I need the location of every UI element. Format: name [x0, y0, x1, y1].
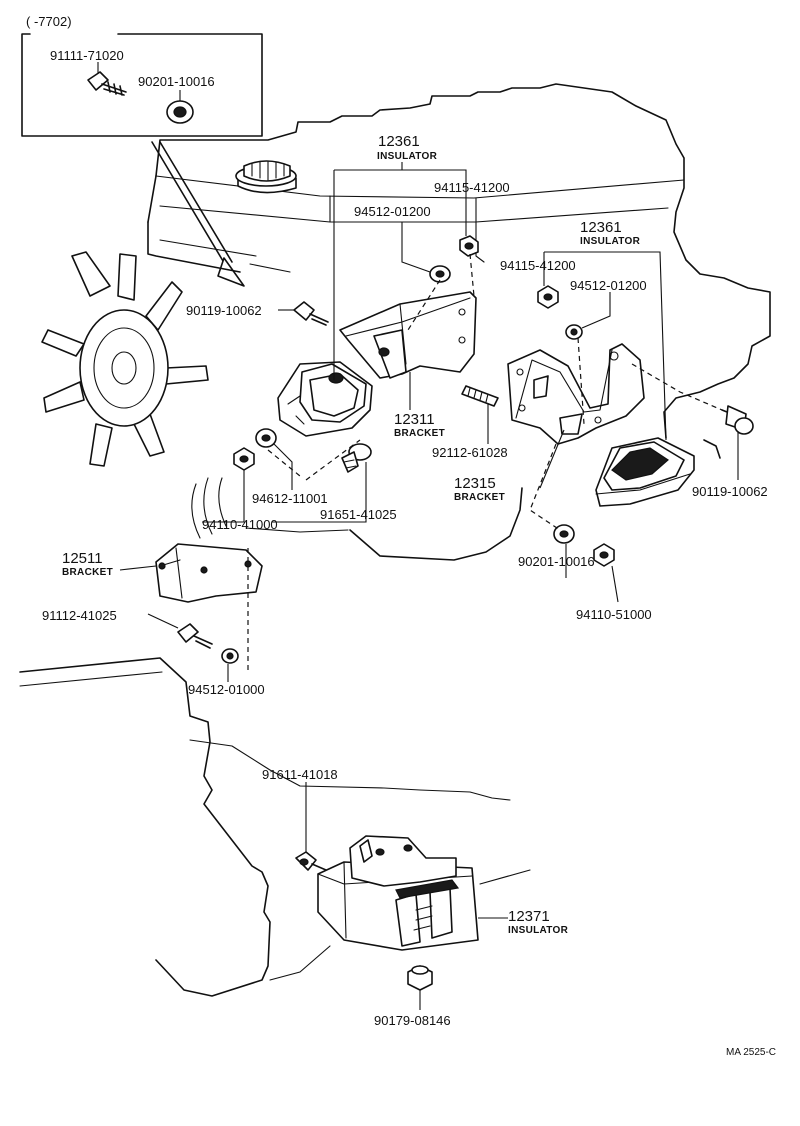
insulator-right-name: INSULATOR	[580, 236, 641, 247]
rear-insulator-12371	[317, 835, 479, 951]
lockwasher-top-label: 94512-01200	[354, 204, 431, 219]
bolt-91112-icon	[177, 623, 213, 649]
lockwasher-94512-01000-icon	[221, 648, 239, 664]
bracket-12511-number: 12511	[62, 550, 103, 567]
washer-90201-lower-label: 90201-10016	[518, 554, 595, 569]
washer-94612-label: 94612-11001	[252, 491, 328, 506]
nut-94110-51000-icon	[593, 543, 615, 567]
bolt-91611-label: 91611-41018	[262, 767, 338, 782]
bolt-91651-label: 91651-41025	[320, 507, 397, 522]
leader-lines	[119, 162, 739, 1010]
oil-filler-cap	[235, 160, 297, 194]
bracket-12311-number: 12311	[394, 411, 435, 428]
insulator-rear-number: 12371	[508, 908, 550, 925]
stud-label: 92112-61028	[432, 445, 508, 460]
inset-washer-icon	[166, 100, 194, 124]
bracket-12311-name: BRACKET	[394, 428, 445, 439]
nut-94115-top-icon	[459, 235, 479, 257]
bolt-left-label: 90119-10062	[186, 303, 262, 318]
transmission-outline	[19, 657, 531, 997]
nut-94115-right-icon	[537, 285, 559, 309]
insulator-top-number: 12361	[378, 133, 420, 150]
nut-top-label: 94115-41200	[434, 180, 510, 195]
nut-94110-label: 94110-41000	[202, 517, 278, 532]
nut-90179-label: 90179-08146	[374, 1013, 451, 1028]
lockwasher-94512-01000-label: 94512-01000	[188, 682, 265, 697]
bracket-12315	[507, 343, 645, 445]
cooling-fan	[41, 251, 209, 467]
bolt-91611-icon	[295, 851, 327, 871]
right-engine-insulator	[595, 437, 695, 507]
bracket-12511-name: BRACKET	[62, 567, 113, 578]
bolt-91112-label: 91112-41025	[42, 608, 117, 623]
left-engine-insulator	[277, 361, 373, 437]
bolt-91651-icon	[341, 443, 372, 473]
bolt-right-label: 90119-10062	[692, 484, 768, 499]
inset-range-label: ( -7702)	[26, 14, 72, 29]
washer-94612-icon	[255, 428, 277, 448]
nut-94110-51000-label: 94110-51000	[576, 607, 652, 622]
insulator-rear-name: INSULATOR	[508, 925, 569, 936]
insulator-top-name: INSULATOR	[377, 151, 438, 162]
insulator-right-number: 12361	[580, 219, 622, 236]
bracket-12311	[339, 291, 477, 379]
bracket-12315-number: 12315	[454, 475, 496, 492]
nut-94110-icon	[233, 447, 255, 471]
inset-bolt-label: 91111-71020	[50, 48, 124, 63]
lockwasher-94512-right-icon	[565, 324, 583, 340]
washer-90201-lower-icon	[553, 524, 575, 544]
diagram-reference-code: MA 2525-C	[726, 1047, 776, 1058]
inset-bolt-icon	[87, 71, 127, 96]
inset-box: ( -7702) 91111-71020 90201-10016	[21, 14, 263, 137]
bolt-90119-right-icon	[721, 405, 754, 435]
stud-92112-icon	[461, 385, 499, 407]
bracket-12315-name: BRACKET	[454, 492, 505, 503]
inset-washer-label: 90201-10016	[138, 74, 215, 89]
lockwasher-94512-top-icon	[429, 265, 451, 283]
part-labels: 12361 INSULATOR 94115-41200 94512-01200 …	[42, 133, 776, 1058]
bracket-12511	[155, 543, 263, 603]
nut-90179-icon	[407, 965, 433, 991]
nut-right-label: 94115-41200	[500, 258, 576, 273]
assembly-dash-lines	[247, 253, 723, 670]
bolt-90119-left-icon	[293, 301, 329, 326]
lockwasher-right-label: 94512-01200	[570, 278, 647, 293]
